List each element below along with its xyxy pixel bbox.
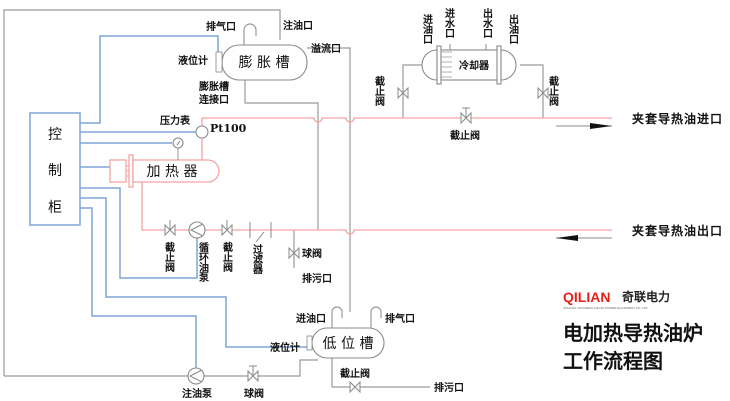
low-level-gauge-icon <box>306 335 313 351</box>
cooler-water-out-label: 出水口 <box>481 7 494 38</box>
fill-pump[interactable] <box>187 367 205 385</box>
pt100-label: Pt100 <box>210 122 247 135</box>
jacket-inlet-label: 夹套导热油进口 <box>632 111 723 126</box>
heater[interactable]: 加 热 器 <box>109 154 220 188</box>
drain-outlet-label: 排污口 <box>302 272 332 285</box>
cabinet-char-3: 柜 <box>48 200 62 216</box>
circ-inlet-valve[interactable] <box>164 220 176 237</box>
signal-circ-pump <box>80 187 198 279</box>
circulation-pump-label: 循环油泵 <box>197 241 209 283</box>
low-position-tank[interactable]: 低 位 槽 <box>306 306 385 359</box>
cooler-inlet-leg <box>402 64 428 118</box>
cooler-water-in-label: 进水口 <box>443 7 456 38</box>
supply-line <box>201 117 612 160</box>
expansion-tank-label: 膨 胀 槽 <box>239 54 290 71</box>
filter[interactable] <box>249 222 272 243</box>
cooler-outlet-valve-label: 截止阀 <box>547 75 559 107</box>
low-tank-drain-valve[interactable] <box>349 380 361 394</box>
outlet-arrow-head <box>556 235 578 241</box>
cooler[interactable]: 冷却器 <box>421 44 517 85</box>
expansion-connection-line <box>244 80 319 230</box>
logo-brand: QILIAN <box>563 289 610 305</box>
diagram-title-line2: 工作流程图 <box>563 349 663 373</box>
fill-pump-discharge-line <box>200 359 318 377</box>
heater-terminal-box <box>109 159 127 183</box>
cooler-label: 冷却器 <box>459 59 490 72</box>
circ-inlet-valve-label: 截止阀 <box>163 241 175 273</box>
cooler-oil-out-label: 出油口 <box>507 13 519 44</box>
fill-ball-valve-label: 球阀 <box>244 387 264 400</box>
signal-fill-pump <box>80 207 197 370</box>
signal-low-level <box>80 197 312 348</box>
return-line <box>141 175 612 235</box>
cooler-bypass-valve-label: 截止阀 <box>450 129 480 142</box>
overflow-line <box>307 47 351 312</box>
low-oil-in-hook-icon <box>331 306 343 328</box>
low-tank-level-gauge-label: 液位计 <box>270 341 300 354</box>
low-tank-vent-label: 排气口 <box>385 312 415 325</box>
filter-label: 过滤器 <box>251 243 264 275</box>
vent-hook-icon <box>243 23 257 45</box>
low-tank-drain-line <box>331 358 430 388</box>
drain-ball-valve[interactable] <box>288 246 300 260</box>
drain-ball-valve-label: 球阀 <box>302 247 322 260</box>
oil-fill-line <box>3 9 281 376</box>
cooler-outlet-leg <box>520 64 544 118</box>
hot-oil-pipes <box>141 117 612 235</box>
circ-outlet-valve-label: 截止阀 <box>221 241 233 273</box>
pressure-gauge-label: 压力表 <box>160 114 191 127</box>
cabinet-char-1: 控 <box>48 127 62 143</box>
low-tank-label: 低 位 槽 <box>323 336 374 352</box>
cooler-bypass-valve[interactable] <box>460 107 472 125</box>
circ-outlet-valve[interactable] <box>221 220 233 237</box>
cooler-inlet-valve-label: 截止阀 <box>373 75 385 107</box>
heater-label: 加 热 器 <box>147 164 198 180</box>
pump-arrow-icon <box>189 223 204 237</box>
expansion-tank[interactable]: 膨 胀 槽 <box>215 23 308 81</box>
logo-subtitle: JIANGSU YANCHENG QILIAN POWER EQUIPMENT … <box>563 306 648 310</box>
expansion-vent-label: 排气口 <box>206 20 236 33</box>
cabinet-char-2: 制 <box>48 163 62 179</box>
jacket-outlet-label: 夹套导热油出口 <box>632 223 723 238</box>
low-tank-drain-label: 排污口 <box>434 381 464 394</box>
level-gauge-icon <box>215 51 223 73</box>
expansion-connection-label-2: 连接口 <box>199 93 229 106</box>
low-tank-valve-label: 截止阀 <box>340 367 370 380</box>
cooler-inlet-valve[interactable] <box>397 86 409 100</box>
expansion-connection-label-1: 膨胀槽 <box>199 80 229 93</box>
cooler-outlet-valve[interactable] <box>537 86 549 100</box>
fill-pump-arrow-icon <box>188 369 203 383</box>
diagram-title-line1: 电加热导热油炉 <box>563 321 703 345</box>
expansion-level-gauge-label: 液位计 <box>178 54 208 67</box>
fill-pump-label: 注油泵 <box>182 387 213 400</box>
expansion-oil-fill-label: 注油口 <box>283 19 313 32</box>
signal-level-gauge <box>80 35 224 124</box>
control-cabinet[interactable]: 控 制 柜 <box>29 112 81 226</box>
logo-brand-cn: 奇联电力 <box>622 289 670 304</box>
gauge-needle-icon <box>176 140 181 146</box>
circulation-pump[interactable] <box>188 221 206 239</box>
low-vent-hook-icon <box>370 306 382 328</box>
pressure-gauge <box>172 137 184 160</box>
aux-pipes <box>3 9 612 388</box>
fill-ball-valve[interactable] <box>247 365 259 383</box>
signal-lines <box>80 35 312 370</box>
company-logo: QILIAN 奇联电力 JIANGSU YANCHENG QILIAN POWE… <box>563 289 670 310</box>
low-tank-oil-in-label: 进油口 <box>296 312 326 325</box>
pt100-sensor <box>195 125 209 139</box>
inlet-arrow-head <box>590 123 612 129</box>
expansion-overflow-label: 溢流口 <box>311 42 341 55</box>
cooler-oil-in-label: 进油口 <box>421 13 433 44</box>
